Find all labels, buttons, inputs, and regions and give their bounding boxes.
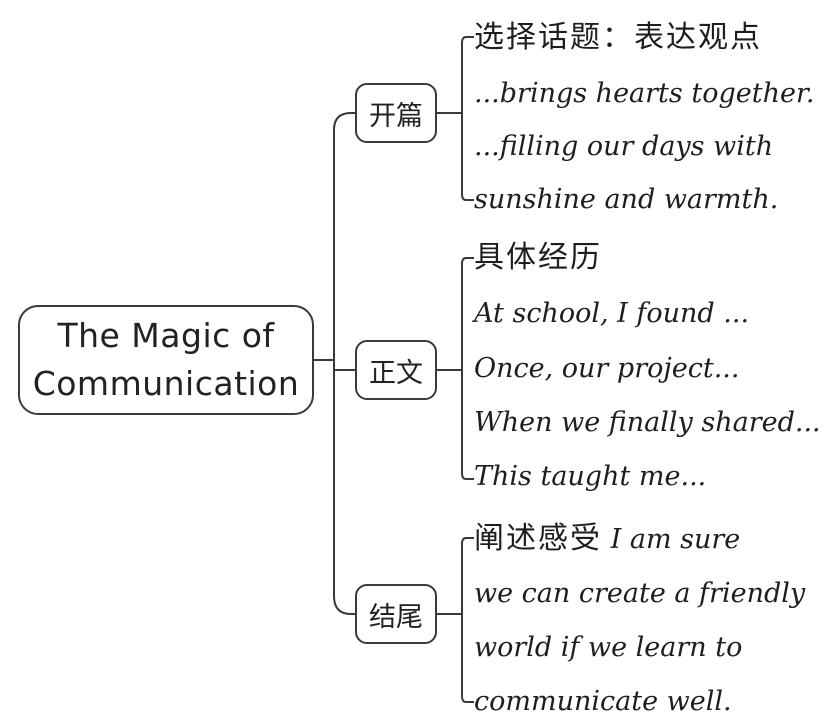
opening-item: ...filling our days with <box>474 131 774 162</box>
root-title-line1: The Magic of <box>57 316 275 355</box>
body-item: When we finally shared... <box>474 407 821 438</box>
ending-item-text: I am sure <box>610 524 741 555</box>
opening-item: sunshine and warmth. <box>474 184 779 215</box>
opening-item: 选择话题：表达观点 <box>474 20 762 55</box>
body-item: Once, our project... <box>474 353 740 384</box>
branch-ending: 结尾 <box>355 584 437 644</box>
branch-body: 正文 <box>355 340 437 400</box>
ending-item: world if we learn to <box>474 632 743 663</box>
bracket-ending <box>461 537 474 703</box>
ending-item: communicate well. <box>474 686 732 717</box>
body-item: At school, I found ... <box>474 298 750 329</box>
body-item: 具体经历 <box>474 240 602 275</box>
ending-item: 阐述感受 I am sure <box>474 521 740 558</box>
root-node: The Magic of Communication <box>18 305 314 415</box>
branch-opening: 开篇 <box>355 83 437 143</box>
root-title-line2: Communication <box>32 364 300 403</box>
bracket-body <box>461 257 474 480</box>
ending-heading: 阐述感受 <box>474 521 602 556</box>
bracket-opening <box>461 36 474 201</box>
connector-branch-trunk <box>333 112 355 615</box>
opening-item: ...brings hearts together. <box>474 78 815 109</box>
body-item: This taught me... <box>474 461 707 492</box>
ending-item: we can create a friendly <box>474 578 806 609</box>
